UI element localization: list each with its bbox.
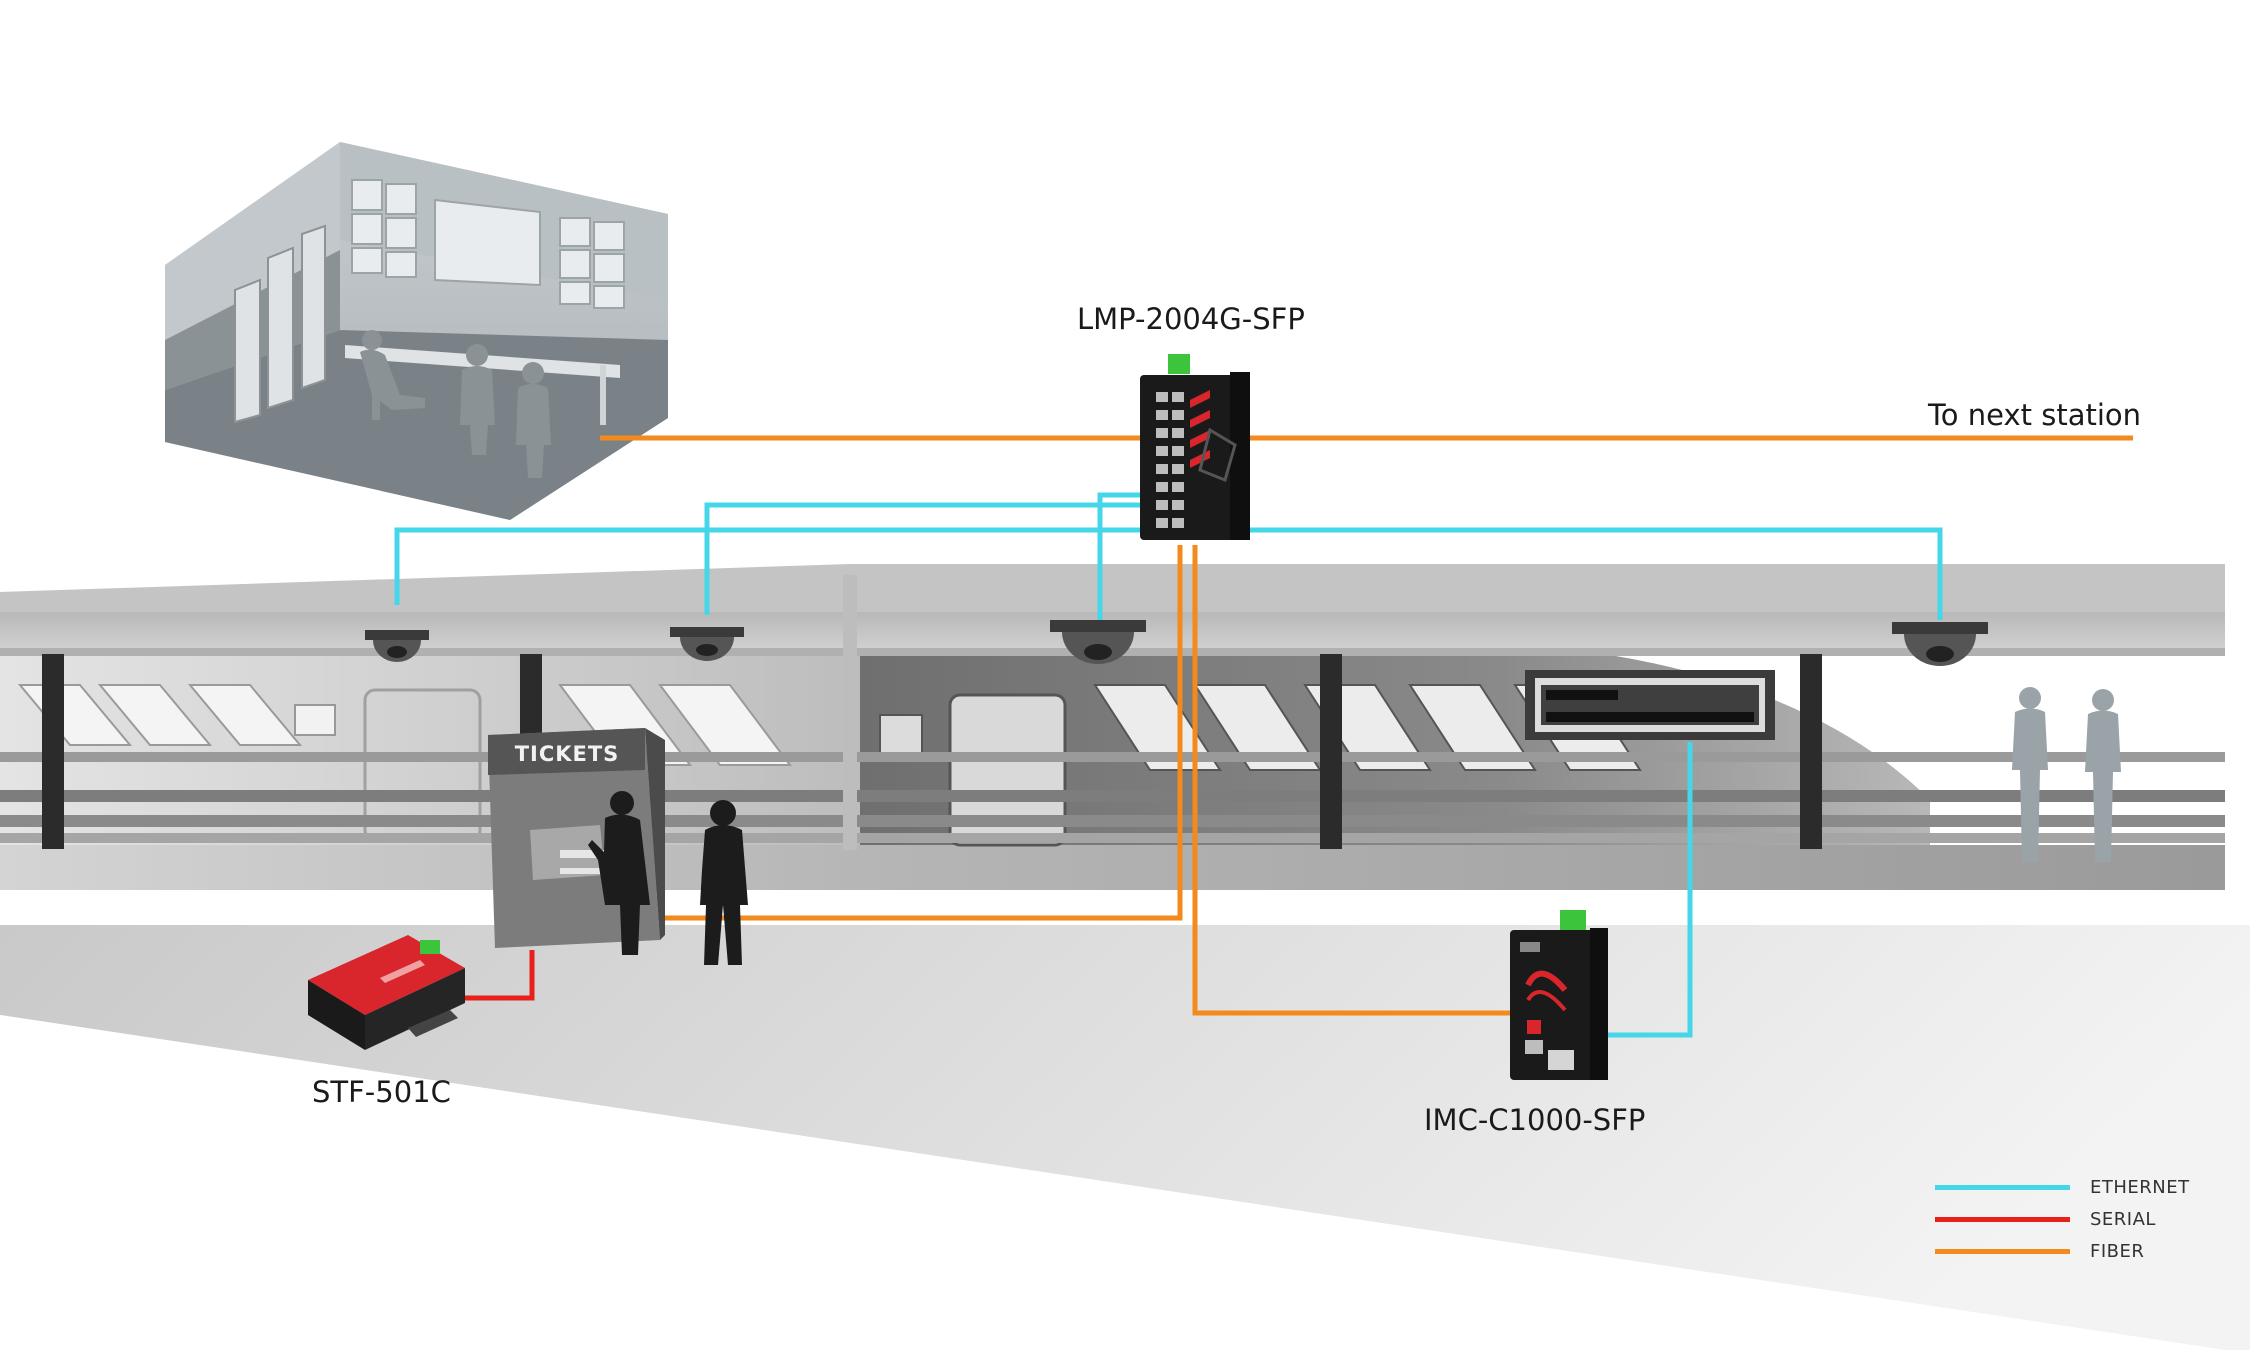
- dome-camera-2: [670, 627, 744, 661]
- legend-swatch-ethernet: [1935, 1184, 2070, 1190]
- passengers-kiosk: [588, 791, 748, 965]
- legend-swatch-serial: [1935, 1216, 2070, 1222]
- network-links: [394, 435, 2133, 1038]
- kiosk-sign: TICKETS: [514, 742, 620, 766]
- next-station-label: To next station: [1928, 398, 2142, 432]
- control-room: [165, 142, 668, 520]
- lmp-2004g-sfp-switch-device: [1140, 354, 1250, 540]
- ethernet-link-camera-1: [394, 527, 1150, 605]
- ethernet-link-camera-2: [704, 502, 1150, 615]
- departure-board: [1525, 670, 1775, 740]
- legend-item-ethernet: ETHERNET: [1935, 1172, 2190, 1202]
- imc-c1000-sfp-media-converter-device: [1510, 910, 1608, 1080]
- legend-item-fiber: FIBER: [1935, 1236, 2144, 1266]
- passengers-distant: [2012, 687, 2121, 862]
- media-converter-label: IMC-C1000-SFP: [1424, 1103, 1646, 1137]
- dome-camera-1: [365, 630, 429, 662]
- cameras: [365, 620, 1988, 666]
- serial-link-kiosk: [460, 950, 535, 1001]
- legend-label-serial: SERIAL: [2090, 1208, 2156, 1230]
- station-background: [0, 564, 2250, 1350]
- dome-camera-3: [1050, 620, 1146, 664]
- fiber-link-kiosk: [655, 545, 1183, 921]
- legend-label-fiber: FIBER: [2090, 1240, 2145, 1262]
- legend-label-ethernet: ETHERNET: [2090, 1176, 2190, 1198]
- fiber-link-converter: [1192, 545, 1520, 1016]
- dome-camera-4: [1892, 622, 1988, 666]
- legend-item-serial: SERIAL: [1935, 1204, 2156, 1234]
- stf-501c-serial-server-device: [308, 935, 465, 1050]
- ethernet-link-converter: [1580, 742, 1693, 1038]
- serial-server-label: STF-501C: [312, 1075, 451, 1109]
- legend-swatch-fiber: [1935, 1248, 2070, 1254]
- ethernet-link-camera-4: [1235, 527, 1943, 620]
- ethernet-link-camera-3: [1097, 492, 1150, 620]
- switch-label: LMP-2004G-SFP: [1077, 302, 1305, 336]
